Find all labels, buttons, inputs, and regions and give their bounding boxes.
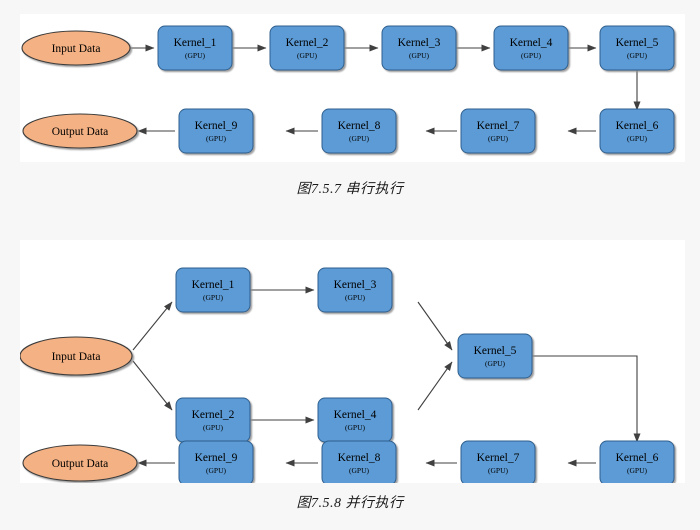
output-data-label: Output Data xyxy=(52,458,109,470)
parallel-node-kernel-8[interactable]: Kernel_8 (GPU) xyxy=(321,440,397,483)
serial-node-kernel-8[interactable]: Kernel_8 (GPU) xyxy=(321,108,397,154)
serial-node-kernel-3[interactable]: Kernel_3 (GPU) xyxy=(381,25,457,71)
parallel-node-kernel-7[interactable]: Kernel_7 (GPU) xyxy=(460,440,536,483)
serial-diagram-canvas: Input Data Kernel_1 (GPU) Kernel_2 (GPU)… xyxy=(20,14,685,162)
kernel-8-label: Kernel_8 xyxy=(338,452,381,464)
kernel-2-label: Kernel_2 xyxy=(286,37,329,49)
parallel-node-kernel-2[interactable]: Kernel_2 (GPU) xyxy=(175,397,251,443)
serial-node-kernel-1[interactable]: Kernel_1 (GPU) xyxy=(157,25,233,71)
parallel-node-kernel-6[interactable]: Kernel_6 (GPU) xyxy=(599,440,675,483)
parallel-edges xyxy=(132,286,641,467)
kernel-4-label: Kernel_4 xyxy=(334,409,377,421)
input-data-label: Input Data xyxy=(52,43,101,55)
kernel-3-label: Kernel_3 xyxy=(334,279,377,291)
kernel-7-sublabel: (GPU) xyxy=(488,134,509,143)
serial-node-kernel-6[interactable]: Kernel_6 (GPU) xyxy=(599,108,675,154)
edge-kernel3-to-kernel5 xyxy=(417,301,453,351)
serial-node-kernel-7[interactable]: Kernel_7 (GPU) xyxy=(460,108,536,154)
kernel-5-sublabel: (GPU) xyxy=(485,359,506,368)
kernel-2-sublabel: (GPU) xyxy=(297,51,318,60)
kernel-6-label: Kernel_6 xyxy=(616,452,659,464)
parallel-node-input-data[interactable]: Input Data xyxy=(20,336,133,376)
kernel-6-sublabel: (GPU) xyxy=(627,466,648,475)
kernel-4-sublabel: (GPU) xyxy=(345,423,366,432)
serial-node-kernel-4[interactable]: Kernel_4 (GPU) xyxy=(493,25,569,71)
kernel-4-label: Kernel_4 xyxy=(510,37,553,49)
serial-node-input-data[interactable]: Input Data xyxy=(21,30,131,66)
output-data-label: Output Data xyxy=(52,126,109,138)
serial-edges xyxy=(130,44,641,135)
kernel-9-label: Kernel_9 xyxy=(195,120,238,132)
edge-kernel5-to-kernel6 xyxy=(532,355,641,443)
kernel-3-sublabel: (GPU) xyxy=(345,293,366,302)
kernel-2-sublabel: (GPU) xyxy=(203,423,224,432)
kernel-1-label: Kernel_1 xyxy=(192,279,235,291)
kernel-6-label: Kernel_6 xyxy=(616,120,659,132)
input-data-label: Input Data xyxy=(52,351,101,363)
figure-parallel-execution: Input Data Kernel_1 (GPU) Kernel_2 (GPU)… xyxy=(0,230,700,530)
serial-figure-caption: 图7.5.7 串行执行 xyxy=(296,182,404,197)
serial-node-kernel-2[interactable]: Kernel_2 (GPU) xyxy=(269,25,345,71)
kernel-9-sublabel: (GPU) xyxy=(206,466,227,475)
kernel-9-label: Kernel_9 xyxy=(195,452,238,464)
kernel-5-sublabel: (GPU) xyxy=(627,51,648,60)
kernel-7-label: Kernel_7 xyxy=(477,120,520,132)
parallel-node-kernel-5[interactable]: Kernel_5 (GPU) xyxy=(457,333,533,379)
kernel-3-sublabel: (GPU) xyxy=(409,51,430,60)
kernel-4-sublabel: (GPU) xyxy=(521,51,542,60)
edge-input-to-kernel2 xyxy=(132,360,173,411)
serial-node-kernel-5[interactable]: Kernel_5 (GPU) xyxy=(599,25,675,71)
kernel-6-sublabel: (GPU) xyxy=(627,134,648,143)
parallel-node-kernel-1[interactable]: Kernel_1 (GPU) xyxy=(175,267,251,313)
edge-input-to-kernel1 xyxy=(132,301,173,351)
kernel-9-sublabel: (GPU) xyxy=(206,134,227,143)
parallel-diagram-svg: Input Data Kernel_1 (GPU) Kernel_2 (GPU)… xyxy=(20,267,675,483)
edge-kernel4-to-kernel5 xyxy=(417,361,453,411)
kernel-5-label: Kernel_5 xyxy=(474,345,517,357)
kernel-1-label: Kernel_1 xyxy=(174,37,217,49)
serial-node-kernel-9[interactable]: Kernel_9 (GPU) xyxy=(178,108,254,154)
kernel-8-sublabel: (GPU) xyxy=(349,466,370,475)
kernel-3-label: Kernel_3 xyxy=(398,37,441,49)
kernel-8-label: Kernel_8 xyxy=(338,120,381,132)
parallel-node-kernel-3[interactable]: Kernel_3 (GPU) xyxy=(317,267,393,313)
serial-diagram-svg: Input Data Kernel_1 (GPU) Kernel_2 (GPU)… xyxy=(21,25,675,154)
kernel-1-sublabel: (GPU) xyxy=(203,293,224,302)
kernel-5-label: Kernel_5 xyxy=(616,37,659,49)
serial-node-output-data[interactable]: Output Data xyxy=(22,113,138,149)
parallel-node-kernel-9[interactable]: Kernel_9 (GPU) xyxy=(178,440,254,483)
kernel-2-label: Kernel_2 xyxy=(192,409,235,421)
parallel-figure-caption: 图7.5.8 并行执行 xyxy=(296,496,404,511)
parallel-diagram-canvas: Input Data Kernel_1 (GPU) Kernel_2 (GPU)… xyxy=(20,240,685,483)
kernel-1-sublabel: (GPU) xyxy=(185,51,206,60)
kernel-7-sublabel: (GPU) xyxy=(488,466,509,475)
parallel-node-kernel-4[interactable]: Kernel_4 (GPU) xyxy=(317,397,393,443)
parallel-node-output-data[interactable]: Output Data xyxy=(22,444,138,482)
figure-serial-execution: Input Data Kernel_1 (GPU) Kernel_2 (GPU)… xyxy=(0,0,700,215)
kernel-8-sublabel: (GPU) xyxy=(349,134,370,143)
kernel-7-label: Kernel_7 xyxy=(477,452,520,464)
